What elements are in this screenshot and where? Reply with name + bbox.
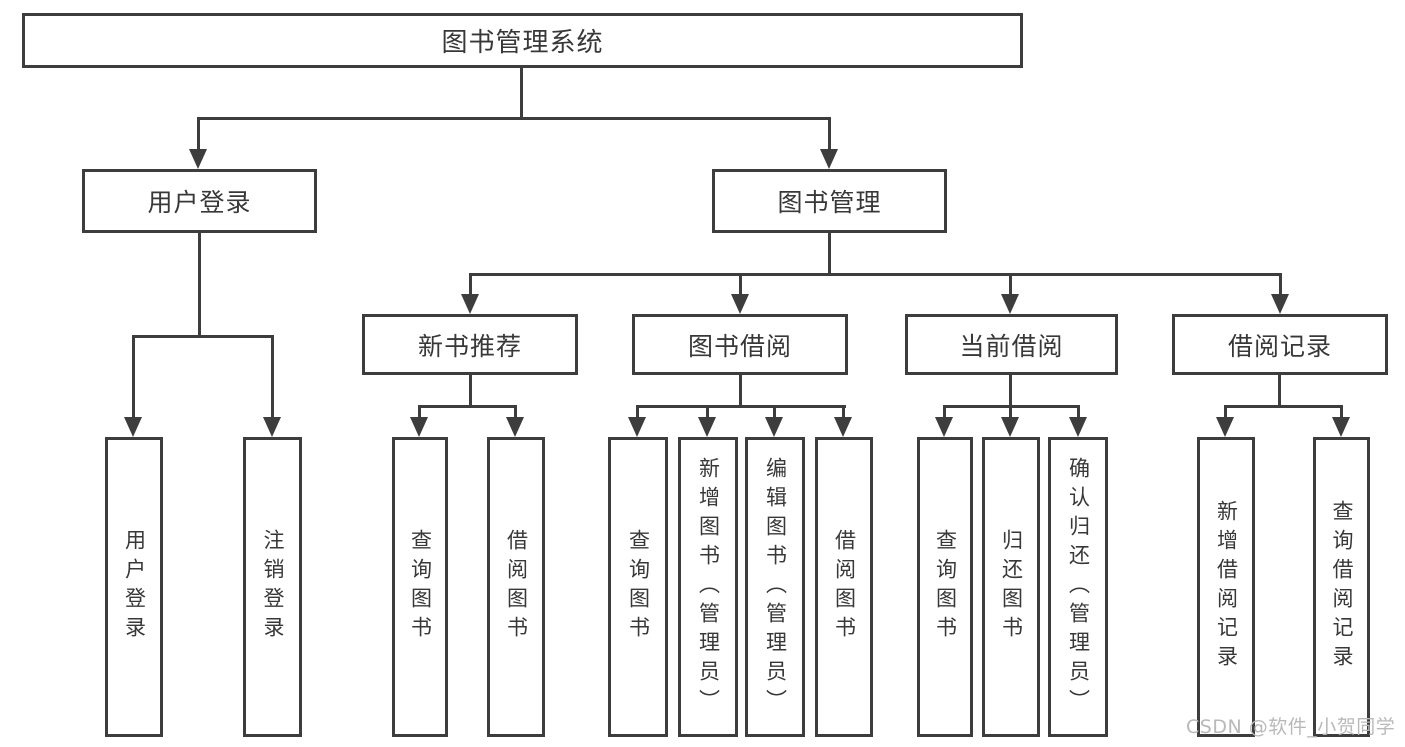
connector-g5-branch [1224,405,1343,408]
connector-g2-stem [469,375,472,407]
connector-g4-shaft-2 [1009,405,1012,419]
node-add-borrow-record: 新增借阅记录 [1197,437,1255,737]
connector-g2-branch [418,405,517,408]
connector-l2-shaft-left [197,117,200,151]
arrowhead-down-icon [834,417,852,437]
csdn-watermark: CSDN @软件_小贺同学 [1186,716,1396,738]
node-query-books-g4: 查询图书 [917,437,973,737]
node-current-borrowing: 当前借阅 [905,314,1118,375]
connector-l3-shaft-2 [739,273,742,297]
connector-l3-shaft-3 [1009,273,1012,297]
arrowhead-down-icon [1216,417,1234,437]
arrowhead-down-icon [1001,417,1019,437]
arrowhead-down-icon [698,417,716,437]
node-query-books-g2: 查询图书 [392,437,448,737]
node-add-books-admin: 新增图书（管理员） [678,437,738,737]
node-borrow-books-g2: 借阅图书 [487,437,545,737]
node-edit-books-admin: 编辑图书（管理员） [745,437,805,737]
connector-g2-shaft-2 [514,405,517,419]
connector-g3-shaft-2 [706,405,709,419]
connector-g3-branch [636,405,846,408]
arrowhead-down-icon [935,417,953,437]
arrowhead-down-icon [263,417,281,437]
arrowhead-down-icon [1069,417,1087,437]
connector-l2-shaft-right [828,117,831,151]
connector-g3-shaft-4 [842,405,845,419]
node-new-book-recommendation: 新书推荐 [362,314,578,375]
connector-g5-shaft-1 [1224,405,1227,419]
arrowhead-down-icon [410,417,428,437]
arrowhead-down-icon [628,417,646,437]
arrowhead-down-icon [1001,294,1019,314]
connector-g1-branch [132,335,274,338]
connector-l2-branch [197,117,831,120]
arrowhead-down-icon [124,417,142,437]
connector-g5-shaft-2 [1340,405,1343,419]
connector-g4-shaft-1 [943,405,946,419]
connector-g4-stem [1009,375,1012,407]
node-borrowing-records: 借阅记录 [1172,314,1388,375]
connector-g1-stem [198,233,201,337]
arrowhead-down-icon [820,149,838,169]
arrowhead-down-icon [1271,294,1289,314]
node-book-borrowing: 图书借阅 [632,314,848,375]
connector-g1-shaft-2 [271,335,274,419]
connector-l3-branch [469,273,1282,276]
arrowhead-down-icon [461,294,479,314]
connector-g3-shaft-1 [636,405,639,419]
node-user-login-leaf: 用户登录 [105,437,163,737]
arrowhead-down-icon [189,149,207,169]
connector-g2-shaft-1 [418,405,421,419]
node-query-books-g3: 查询图书 [608,437,668,737]
node-logout-leaf: 注销登录 [243,437,302,737]
connector-g3-stem [739,375,742,407]
connector-g3-shaft-3 [773,405,776,419]
node-library-system: 图书管理系统 [22,13,1023,68]
connector-root-stem [520,66,523,120]
node-return-books: 归还图书 [982,437,1040,737]
node-user-login: 用户登录 [82,169,317,233]
arrowhead-down-icon [765,417,783,437]
connector-g5-stem [1278,375,1281,407]
node-borrow-books-g3: 借阅图书 [815,437,873,737]
node-book-management: 图书管理 [712,169,947,233]
arrowhead-down-icon [506,417,524,437]
connector-l3-shaft-1 [469,273,472,297]
connector-l3-shaft-4 [1279,273,1282,297]
connector-g1-shaft-1 [132,335,135,419]
node-confirm-return-admin: 确认归还（管理员） [1048,437,1108,737]
arrowhead-down-icon [1332,417,1350,437]
node-query-borrow-record: 查询借阅记录 [1313,437,1370,737]
arrowhead-down-icon [731,294,749,314]
connector-g4-shaft-3 [1077,405,1080,419]
connector-l3-stem [828,233,831,275]
